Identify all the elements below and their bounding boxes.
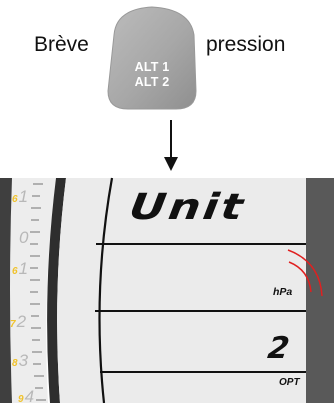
caption-brief: Brève — [34, 33, 89, 56]
indicator-arc-outer — [287, 249, 323, 297]
alt1-alt2-button[interactable]: ALT 1 ALT 2 — [106, 5, 198, 111]
scale-band — [10, 178, 56, 403]
bezel-divider — [47, 178, 66, 403]
caption-press: pression — [206, 33, 286, 56]
scale-number: 61 — [12, 259, 29, 278]
bezel-right — [306, 178, 334, 403]
button-label-alt1: ALT 1 — [134, 60, 170, 74]
lcd-value: 2 — [265, 331, 292, 366]
button-label-alt2: ALT 2 — [134, 75, 170, 89]
scale-number: 83 — [12, 351, 29, 370]
button-shape — [107, 6, 197, 110]
lcd-inner-frame — [98, 177, 114, 403]
lcd-opt-label: OPT — [279, 377, 300, 388]
scale-number: 72 — [10, 312, 27, 331]
indicator-arc-inner — [288, 261, 312, 293]
lcd-unit-label: Unit — [126, 187, 248, 228]
scale-number: 94 — [18, 387, 35, 403]
scale-ticks — [30, 183, 46, 401]
lcd-unit-symbol: hPa — [273, 286, 293, 298]
scale-number: 61 — [12, 187, 29, 206]
scale-number: 0 — [19, 228, 29, 247]
